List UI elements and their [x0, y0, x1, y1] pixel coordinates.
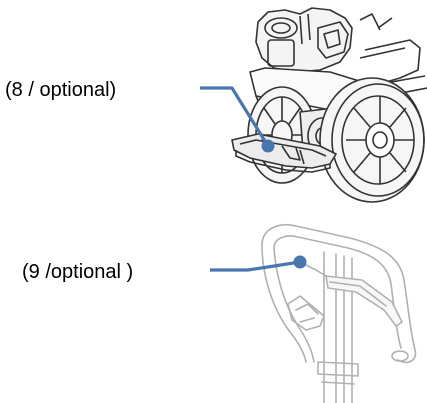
- callout-leader-9: [210, 255, 307, 272]
- tiller-handle-drawing: [261, 224, 417, 403]
- callout-label-8-optional: (8 / optional): [5, 79, 117, 101]
- callout-dot-9: [293, 255, 307, 269]
- wheel-assembly-drawing: [231, 7, 427, 203]
- callout-leader-8: [200, 86, 275, 153]
- callout-label-9-optional: (9 /optional ): [22, 261, 134, 283]
- callout-dot-8: [261, 139, 275, 153]
